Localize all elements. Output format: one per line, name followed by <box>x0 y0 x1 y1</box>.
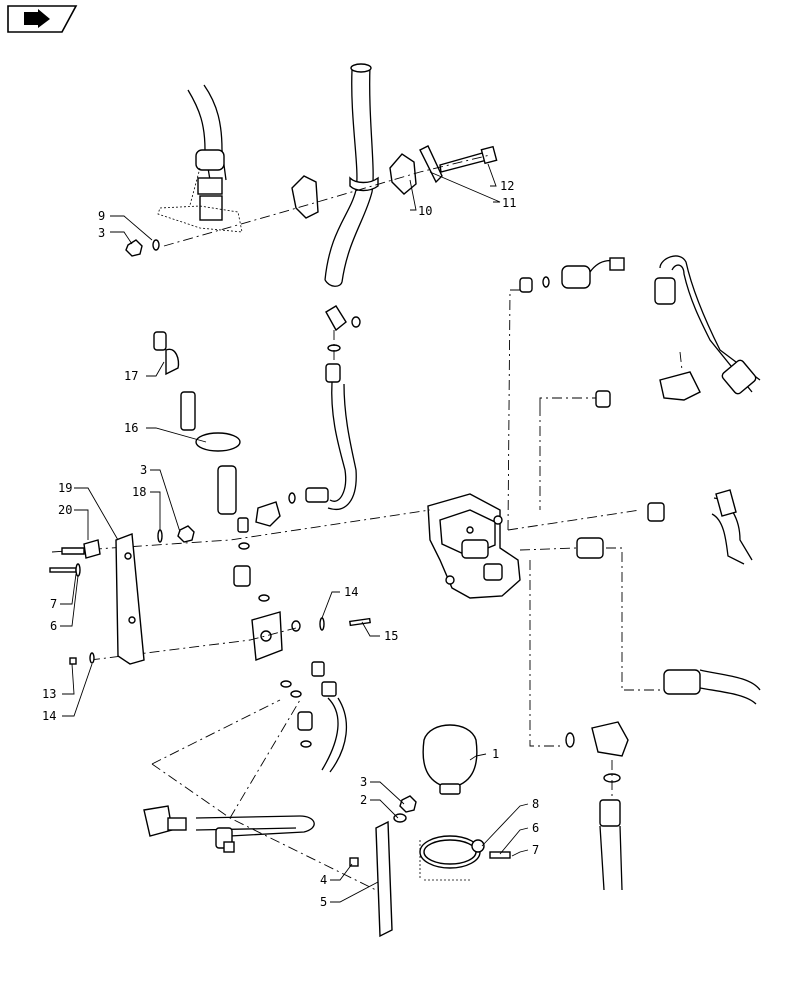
callout-6: 6 <box>50 619 57 633</box>
callout-20: 20 <box>58 503 72 517</box>
center-fitting-chain <box>153 305 361 602</box>
callout-14: 14 <box>344 585 358 599</box>
callout-7: 7 <box>532 843 539 857</box>
callout-labels: 9 3 10 11 12 17 16 3 18 19 20 7 6 14 15 … <box>42 179 539 909</box>
callout-3: 3 <box>98 226 105 240</box>
callout-4: 4 <box>320 873 327 887</box>
callout-13: 13 <box>42 687 56 701</box>
callout-10: 10 <box>418 204 432 218</box>
right-hoses-lower <box>507 489 761 891</box>
callout-8: 8 <box>532 797 539 811</box>
leader-lines <box>60 163 529 903</box>
callout-12: 12 <box>500 179 514 193</box>
callout-2: 2 <box>360 793 367 807</box>
callout-3: 3 <box>140 463 147 477</box>
top-hose-clamp-assembly <box>125 63 498 287</box>
callout-16: 16 <box>124 421 138 435</box>
mounting-plate <box>49 525 195 665</box>
control-valve-block <box>427 493 521 599</box>
callout-15: 15 <box>384 629 398 643</box>
upper-right-hose <box>539 255 761 510</box>
callout-6: 6 <box>532 821 539 835</box>
callout-3: 3 <box>360 775 367 789</box>
lower-left-hose <box>143 699 381 893</box>
callout-18: 18 <box>132 485 146 499</box>
manifold-block <box>51 509 431 773</box>
callout-9: 9 <box>98 209 105 223</box>
page-arrow-icon[interactable] <box>7 5 78 33</box>
callout-11: 11 <box>502 196 516 210</box>
callout-19: 19 <box>58 481 72 495</box>
callout-14: 14 <box>42 709 56 723</box>
callout-7: 7 <box>50 597 57 611</box>
callout-17: 17 <box>124 369 138 383</box>
callout-5: 5 <box>320 895 327 909</box>
sensor-fitting-assembly <box>507 257 625 531</box>
accumulator-assembly <box>349 724 511 938</box>
callout-1: 1 <box>492 747 499 761</box>
